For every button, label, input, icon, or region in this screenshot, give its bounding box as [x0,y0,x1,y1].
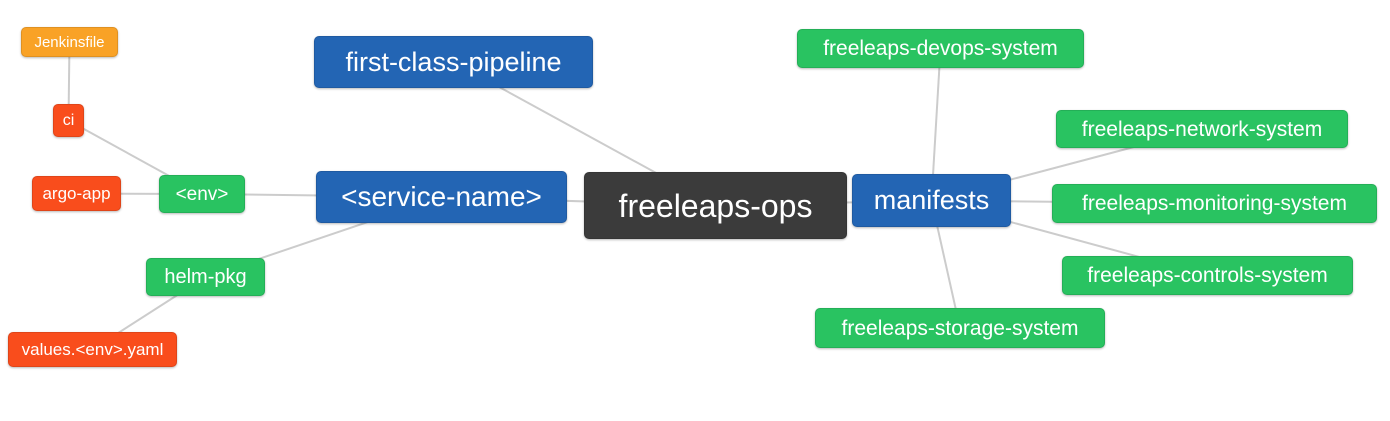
node-freeleaps-ops[interactable]: freeleaps-ops [584,172,847,239]
node-service-name[interactable]: <service-name> [316,171,567,223]
node-freeleaps-network-system[interactable]: freeleaps-network-system [1056,110,1348,148]
node-freeleaps-monitoring-system[interactable]: freeleaps-monitoring-system [1052,184,1377,223]
node-ci[interactable]: ci [53,104,84,137]
node-freeleaps-controls-system[interactable]: freeleaps-controls-system [1062,256,1353,295]
node-freeleaps-devops-system[interactable]: freeleaps-devops-system [797,29,1084,68]
node-freeleaps-storage-system[interactable]: freeleaps-storage-system [815,308,1105,348]
node-manifests[interactable]: manifests [852,174,1011,227]
node-jenkinsfile[interactable]: Jenkinsfile [21,27,118,57]
node-first-class-pipeline[interactable]: first-class-pipeline [314,36,593,88]
node-argo-app[interactable]: argo-app [32,176,121,211]
node-env[interactable]: <env> [159,175,245,213]
node-helm-pkg[interactable]: helm-pkg [146,258,265,296]
node-values-env-yaml[interactable]: values.<env>.yaml [8,332,177,367]
